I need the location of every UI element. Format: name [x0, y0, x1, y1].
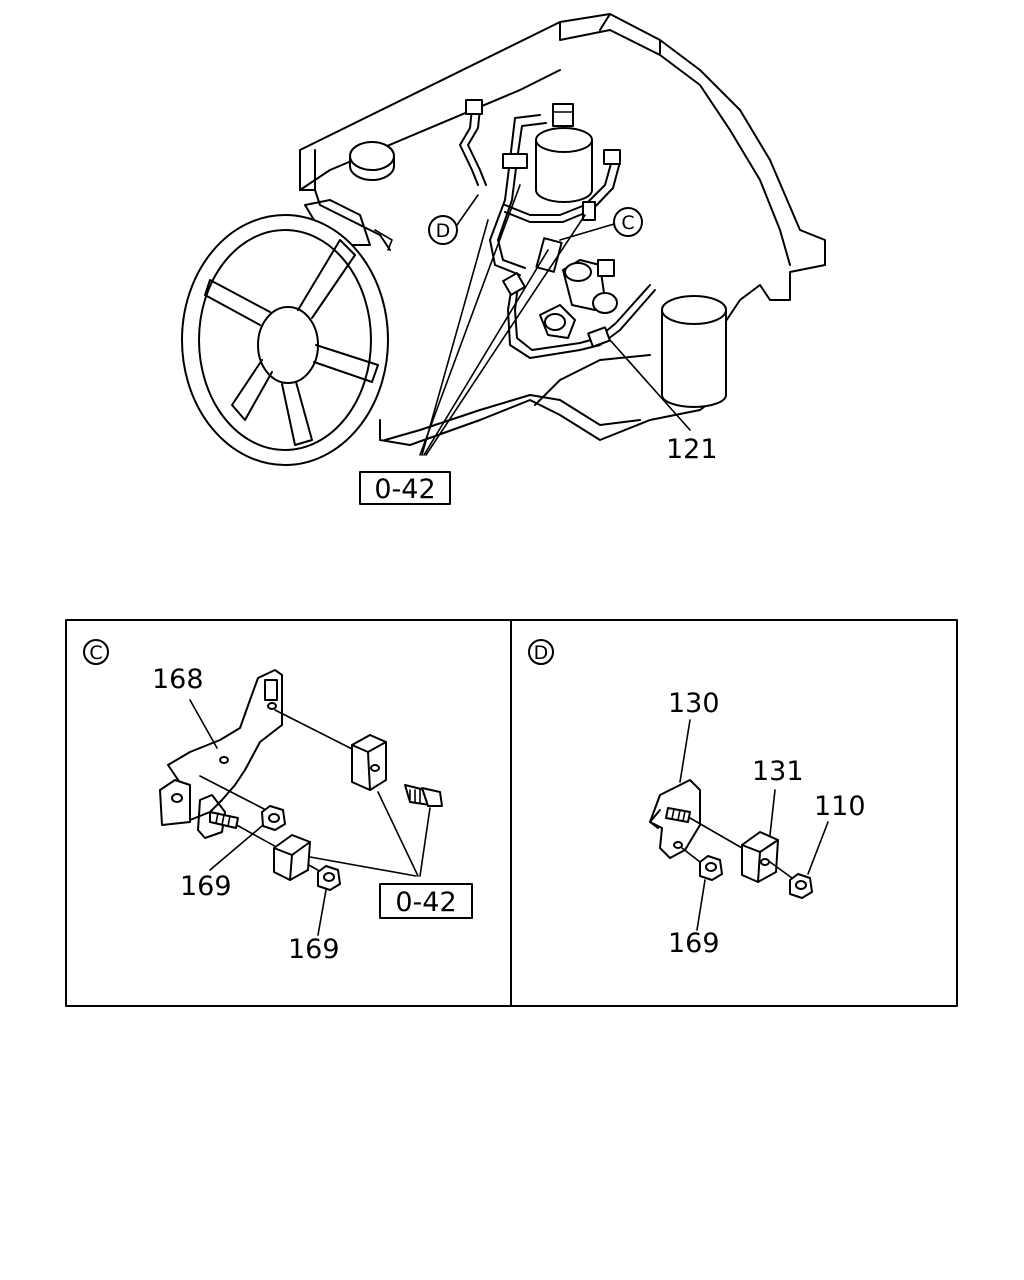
- part-110-label: 110: [814, 791, 866, 822]
- part-130-label: 130: [668, 688, 720, 719]
- detail-c-marker: C: [89, 642, 102, 664]
- part-121-label: 121: [666, 434, 718, 465]
- callout-c-label: C: [621, 212, 634, 234]
- detail-d-marker-circle: [528, 639, 554, 665]
- oil-filter: [661, 295, 727, 408]
- bracket-168: [159, 669, 283, 839]
- ref-box-label: 0-42: [374, 474, 435, 505]
- injection-pump: [539, 259, 618, 339]
- part-169-b-label: 169: [288, 934, 340, 965]
- part-169-a-label: 169: [180, 871, 232, 902]
- part-169-d-label: 169: [668, 928, 720, 959]
- detail-c-panel: C 168: [83, 639, 473, 965]
- detail-d-marker: D: [534, 642, 549, 664]
- nut-110: [789, 873, 813, 899]
- nut-169-b: [317, 865, 341, 891]
- detail-c-marker-circle: [83, 639, 109, 665]
- part-131-label: 131: [752, 756, 804, 787]
- callout-c-circle: [613, 207, 643, 237]
- cooling-fan: [181, 214, 389, 466]
- fuel-pipes: [459, 99, 656, 359]
- clamp-lower: [273, 834, 311, 881]
- bolt: [404, 784, 443, 807]
- callout-d-circle: [428, 215, 458, 245]
- detail-d-panel: D 130 169 131: [528, 639, 866, 959]
- fuel-filter: [535, 103, 593, 203]
- part-168-label: 168: [152, 664, 204, 695]
- clamp-131: [741, 831, 779, 883]
- nut-169-a: [261, 805, 286, 831]
- clamp-upper: [351, 734, 387, 791]
- callout-d-label: D: [436, 220, 451, 242]
- detail-c-ref-box-label: 0-42: [395, 887, 456, 918]
- ref-box-0-42: [359, 471, 451, 505]
- engine-assembly-view: D C 121 0-42: [181, 13, 826, 505]
- oil-cap: [349, 141, 395, 171]
- detail-c-ref-box: [379, 883, 473, 919]
- nut-169-d: [699, 855, 723, 881]
